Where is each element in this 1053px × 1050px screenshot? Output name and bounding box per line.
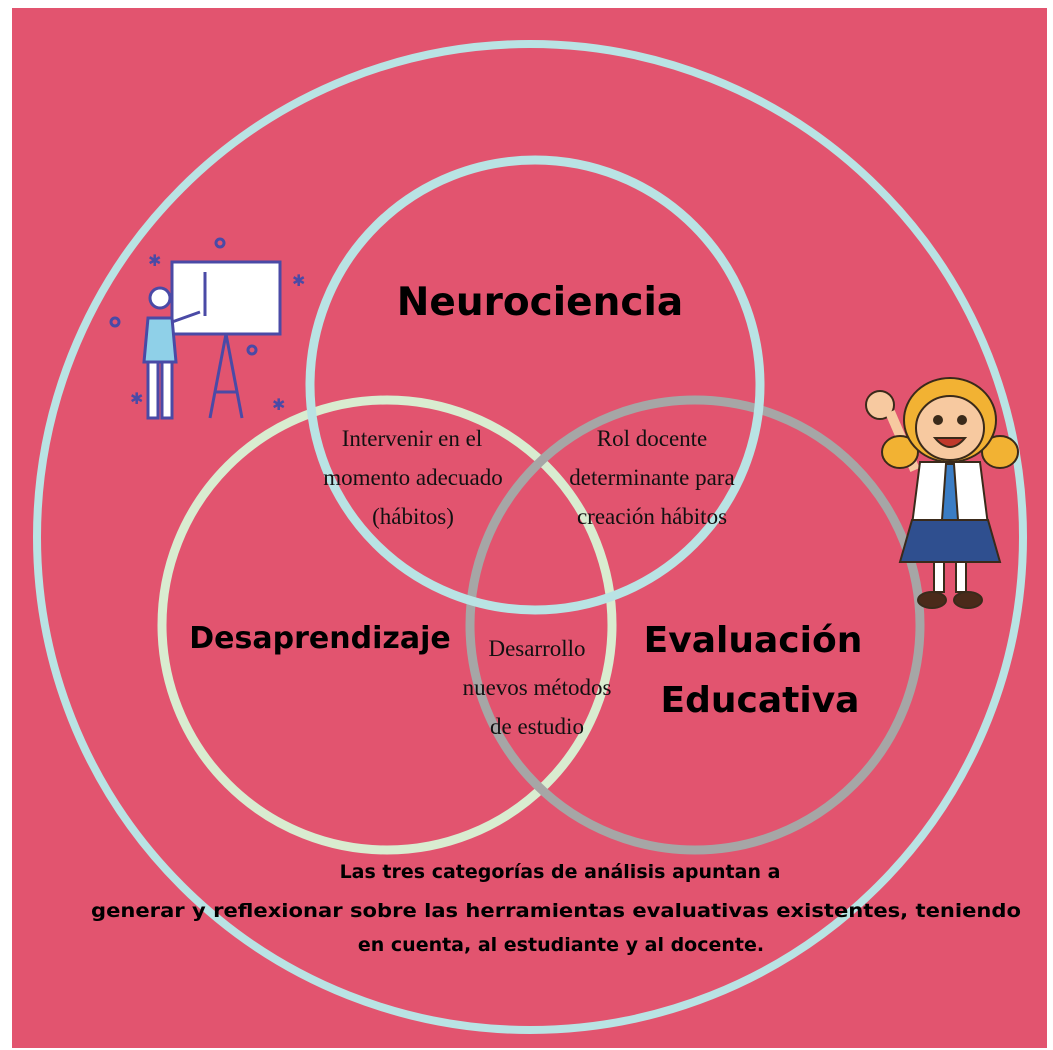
evaluacion-title-line1: Evaluación (644, 620, 863, 661)
neuro-desaprendizaje-label: Intervenir en el momento adecuado (hábit… (323, 426, 502, 529)
intersection-line: (hábitos) (372, 504, 454, 529)
evaluacion-circle (465, 395, 925, 855)
neurociencia-circle (305, 155, 765, 615)
outer-ring (33, 40, 1027, 1034)
intersection-line: Intervenir en el (342, 426, 482, 451)
svg-text:✱: ✱ (272, 395, 285, 414)
teacher-whiteboard-icon: ✱ ✱ ✱ ✱ (109, 237, 305, 420)
caption: Las tres categorías de análisis apuntan … (91, 861, 1021, 956)
caption-line: Las tres categorías de análisis apuntan … (340, 861, 781, 883)
desaprendizaje-evaluacion-label: Desarrollo nuevos métodos de estudio (463, 636, 612, 739)
caption-line: en cuenta, al estudiante y al docente. (358, 934, 764, 956)
intersection-line: momento adecuado (323, 465, 502, 490)
desaprendizaje-title: Desaprendizaje (189, 621, 450, 656)
neurociencia-title: Neurociencia (397, 280, 683, 325)
evaluacion-title-line2: Educativa (661, 680, 860, 721)
neuro-evaluacion-label: Rol docente determinante para creación h… (569, 426, 734, 529)
svg-text:✱: ✱ (148, 251, 161, 270)
caption-line: generar y reflexionar sobre las herramie… (91, 900, 1021, 922)
intersection-line: Rol docente (597, 426, 708, 451)
desaprendizaje-circle (157, 395, 617, 855)
intersection-line: determinante para (569, 465, 734, 490)
intersection-line: nuevos métodos (463, 675, 612, 700)
svg-text:✱: ✱ (130, 389, 143, 408)
intersection-line: de estudio (490, 714, 584, 739)
svg-text:✱: ✱ (292, 271, 305, 290)
student-girl-icon (865, 377, 1019, 609)
intersection-line: Desarrollo (488, 636, 585, 661)
intersection-line: creación hábitos (577, 504, 727, 529)
